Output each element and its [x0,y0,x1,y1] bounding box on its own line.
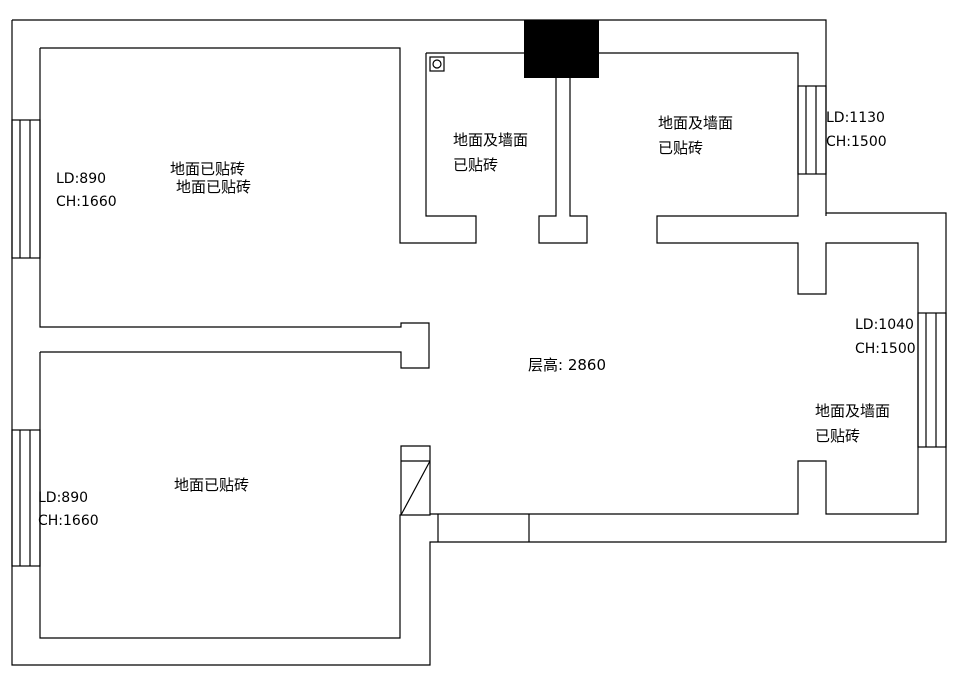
window-balcony [917,312,947,448]
bathroom-tile-note-line2: 已贴砖 [453,156,498,174]
bedroom-bottom-left-wall [39,352,431,639]
floor-drain-icon [432,59,442,69]
kitchen-window-ld: LD:1130 [826,110,885,126]
bedroom-bottom-left-window-ch: CH:1660 [38,513,99,529]
bedroom-top-left-window-ch: CH:1660 [56,194,117,210]
door-swing [400,460,431,516]
balcony-window-ch: CH:1500 [855,341,916,357]
bathroom-tile-note-line1: 地面及墙面 [453,131,528,149]
bedroom-top-left-wall-lower [39,48,430,369]
bedroom-bottom-left-tile-note: 地面已贴砖 [174,476,249,494]
bedroom-top-left-tile-note-1: 地面已贴砖 [170,160,245,178]
balcony-tile-note-line2: 已贴砖 [815,427,860,445]
window-left-top [11,119,41,259]
bedroom-top-left-tile-note-2: 地面已贴砖 [176,178,251,196]
bedroom-top-left-wall [40,47,477,244]
kitchen-wall [430,52,919,515]
chimney-shaft [524,20,599,78]
kitchen-window-ch: CH:1500 [826,134,887,150]
window-left-bottom [11,429,41,567]
kitchen-tile-note-line2: 已贴砖 [658,139,703,157]
balcony-window-ld: LD:1040 [855,317,914,333]
ceiling-height-label: 层高: 2860 [528,356,606,374]
outer-wall [11,19,947,666]
kitchen-tile-note-line1: 地面及墙面 [658,114,733,132]
bathroom-partition [538,78,588,244]
window-kitchen [797,85,827,175]
bedroom-bottom-left-window-ld: LD:890 [38,490,88,506]
bedroom-top-left-window-ld: LD:890 [56,171,106,187]
balcony-tile-note-line1: 地面及墙面 [815,402,890,420]
floor-drain-box [429,56,445,72]
